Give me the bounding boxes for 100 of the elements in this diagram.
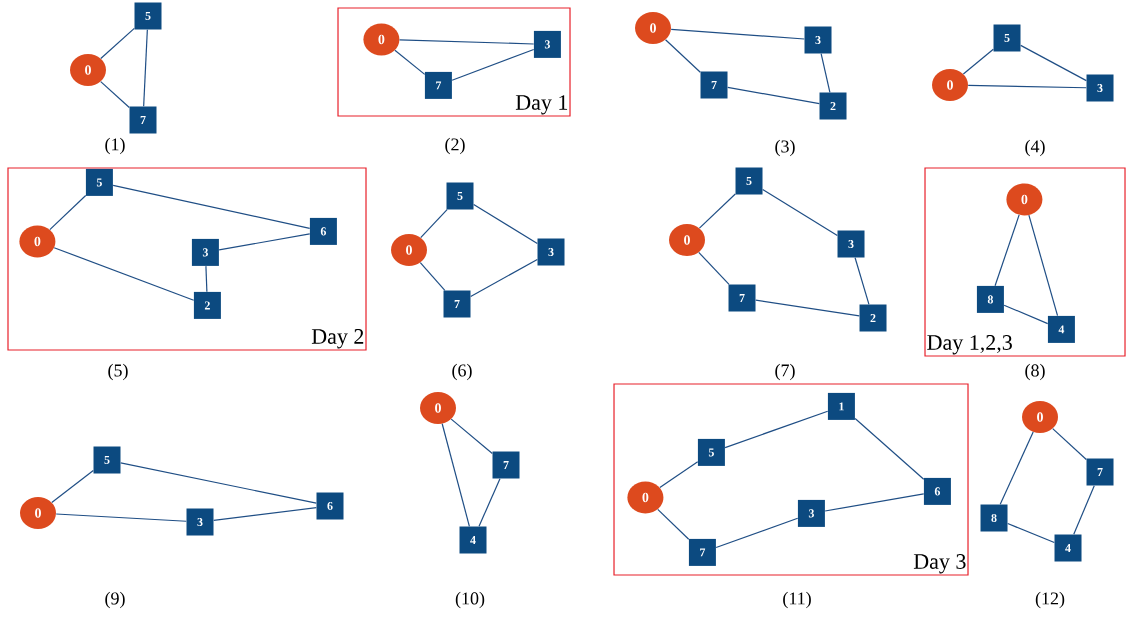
depot-node: 0	[391, 234, 427, 266]
route-line	[854, 417, 925, 480]
depot-node: 0	[19, 225, 56, 258]
customer-node: 6	[923, 477, 951, 505]
panel-caption: (11)	[783, 591, 811, 609]
customer-node: 7	[129, 106, 157, 134]
route-line	[120, 462, 317, 504]
route-line	[1003, 304, 1049, 325]
customer-node: 3	[1086, 74, 1114, 102]
route-line	[450, 418, 493, 455]
depot-node: 0	[1022, 401, 1058, 433]
customer-node: 5	[735, 167, 763, 195]
customer-node: 2	[193, 291, 221, 319]
route-line	[419, 262, 446, 291]
route-line	[755, 299, 860, 317]
route-line	[399, 39, 535, 45]
route-line	[659, 461, 699, 489]
route-line	[51, 469, 94, 504]
customer-node: 2	[819, 92, 847, 120]
route-line	[657, 508, 690, 540]
depot-node: 0	[1006, 183, 1043, 216]
route-line	[670, 28, 805, 40]
customer-node: 3	[533, 30, 561, 58]
route-line	[100, 27, 135, 60]
route-line	[820, 53, 831, 93]
customer-node: 8	[980, 504, 1008, 532]
customer-node: 2	[859, 304, 887, 332]
depot-node: 0	[627, 481, 664, 514]
route-line	[441, 423, 470, 527]
depot-node: 0	[20, 497, 56, 529]
customer-node: 6	[316, 492, 344, 520]
route-line	[727, 86, 820, 105]
route-line	[470, 258, 538, 298]
panel-caption: (12)	[1035, 591, 1065, 609]
route-line	[55, 513, 187, 522]
customer-node: 3	[804, 26, 832, 54]
route-line	[967, 84, 1087, 89]
route-line	[394, 49, 426, 75]
customer-node: 3	[797, 499, 825, 527]
panel-caption: (2)	[445, 137, 465, 155]
panel-caption: (1)	[105, 137, 125, 155]
customer-node: 6	[309, 217, 337, 245]
panel-caption: (10)	[455, 591, 485, 609]
customer-node: 7	[443, 290, 471, 318]
panel-caption: (9)	[105, 591, 125, 609]
route-line	[854, 257, 870, 305]
route-line	[213, 507, 317, 521]
customer-node: 5	[93, 446, 121, 474]
route-line	[1028, 214, 1059, 317]
route-line	[53, 247, 195, 301]
route-line	[762, 188, 838, 237]
route-line	[218, 233, 311, 251]
customer-node: 3	[837, 230, 865, 258]
route-line	[451, 48, 535, 81]
depot-node: 0	[669, 224, 705, 256]
route-line	[1020, 44, 1087, 82]
customer-node: 5	[446, 182, 474, 210]
customer-node: 7	[492, 451, 520, 479]
route-line	[143, 29, 148, 107]
route-line	[724, 410, 829, 449]
customer-node: 5	[993, 24, 1021, 52]
route-line	[999, 431, 1034, 505]
route-line	[100, 81, 130, 109]
customer-node: 1	[827, 392, 855, 420]
customer-node: 3	[186, 508, 214, 536]
depot-node: 0	[70, 54, 106, 86]
panel-caption: (7)	[775, 363, 795, 381]
depot-node: 0	[420, 392, 456, 424]
route-line	[478, 478, 501, 527]
panel-caption: (3)	[775, 139, 795, 157]
route-line	[1007, 522, 1055, 544]
customer-node: 4	[1054, 534, 1082, 562]
customer-node: 3	[537, 238, 565, 266]
customer-node: 8	[976, 285, 1004, 313]
route-line	[112, 184, 311, 229]
route-line	[698, 193, 736, 229]
customer-node: 4	[1047, 315, 1075, 343]
customer-node: 7	[728, 284, 756, 312]
route-line	[994, 214, 1020, 287]
customer-node: 7	[424, 71, 452, 99]
route-line	[49, 194, 87, 231]
route-line	[420, 209, 448, 239]
customer-node: 5	[85, 168, 113, 196]
panel-caption: (6)	[452, 363, 472, 381]
depot-node: 0	[363, 23, 400, 56]
customer-node: 5	[134, 2, 162, 30]
route-line	[698, 251, 730, 285]
route-line	[205, 265, 208, 293]
route-line	[1073, 485, 1095, 535]
route-line	[664, 39, 701, 73]
depot-node: 0	[635, 12, 671, 44]
route-line	[824, 493, 925, 512]
customer-node: 5	[697, 438, 725, 466]
route-line	[1052, 428, 1087, 461]
panel-caption: (8)	[1025, 363, 1045, 381]
route-line	[473, 203, 538, 245]
customer-node: 3	[191, 238, 219, 266]
customer-node: 7	[700, 71, 728, 99]
route-line	[715, 517, 799, 549]
route-line	[962, 48, 994, 75]
